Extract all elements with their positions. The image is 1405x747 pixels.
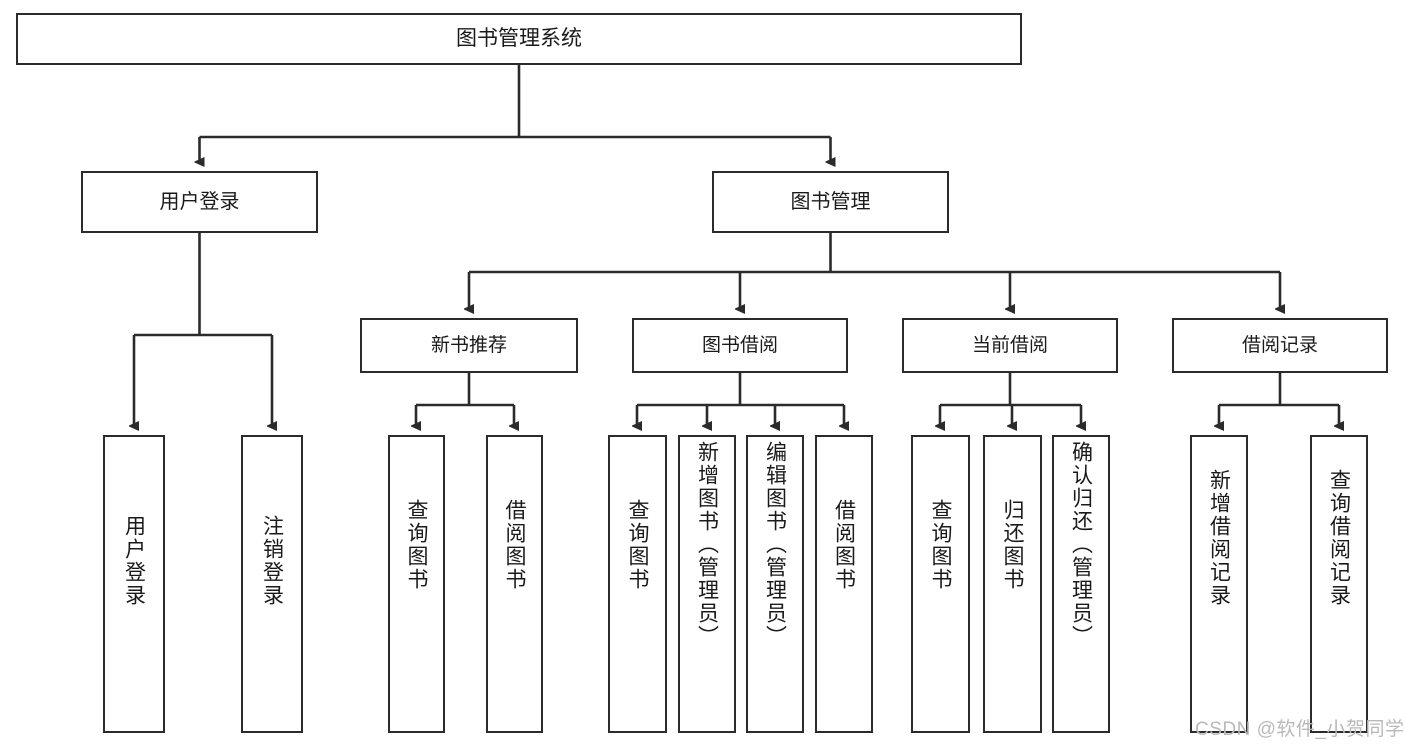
- node-root-label: 图书管理系统: [456, 27, 582, 51]
- node-current-borrow-label: 当前借阅: [971, 334, 1048, 356]
- leaf-query-borrow-record[interactable]: 查询借阅记录: [1310, 435, 1368, 733]
- leaf-confirm-return-admin[interactable]: 确认归还（管理员）: [1052, 435, 1110, 733]
- leaf-edit-book-admin-label: 编辑图书（管理员）: [763, 441, 787, 648]
- leaf-user-login[interactable]: 用户登录: [103, 435, 165, 733]
- node-user-login[interactable]: 用户登录: [81, 171, 318, 233]
- leaf-borrow-book-newbook[interactable]: 借阅图书: [486, 435, 543, 733]
- node-borrow-record-label: 借阅记录: [1241, 334, 1318, 356]
- leaf-add-book-admin[interactable]: 新增图书（管理员）: [678, 435, 736, 733]
- node-root[interactable]: 图书管理系统: [16, 13, 1022, 65]
- leaf-add-borrow-record[interactable]: 新增借阅记录: [1190, 435, 1248, 733]
- node-book-borrow-label: 图书借阅: [701, 334, 778, 356]
- leaf-query-book-current-label: 查询图书: [929, 499, 952, 591]
- leaf-return-book[interactable]: 归还图书: [983, 435, 1042, 733]
- node-book-borrow[interactable]: 图书借阅: [632, 318, 848, 373]
- leaf-borrow-book-newbook-label: 借阅图书: [503, 499, 526, 591]
- leaf-edit-book-admin[interactable]: 编辑图书（管理员）: [746, 435, 804, 733]
- leaf-borrow-book[interactable]: 借阅图书: [815, 435, 873, 733]
- leaf-logout[interactable]: 注销登录: [241, 435, 303, 733]
- leaf-user-login-label: 用户登录: [122, 515, 146, 607]
- leaf-logout-label: 注销登录: [260, 515, 284, 607]
- leaf-add-borrow-record-label: 新增借阅记录: [1207, 469, 1231, 607]
- node-current-borrow[interactable]: 当前借阅: [902, 318, 1118, 373]
- node-book-management[interactable]: 图书管理: [712, 171, 949, 233]
- leaf-query-book-newbook-label: 查询图书: [405, 499, 428, 591]
- leaf-borrow-book-label: 借阅图书: [832, 499, 856, 591]
- leaf-query-book-current[interactable]: 查询图书: [911, 435, 970, 733]
- leaf-return-book-label: 归还图书: [1001, 499, 1024, 591]
- leaf-query-book-borrow[interactable]: 查询图书: [608, 435, 667, 733]
- node-new-book-recommend[interactable]: 新书推荐: [360, 318, 578, 373]
- node-book-management-label: 图书管理: [790, 190, 871, 213]
- node-borrow-record[interactable]: 借阅记录: [1172, 318, 1388, 373]
- leaf-query-book-borrow-label: 查询图书: [626, 499, 649, 591]
- node-new-book-recommend-label: 新书推荐: [430, 334, 507, 356]
- leaf-query-borrow-record-label: 查询借阅记录: [1327, 469, 1351, 607]
- node-user-login-label: 用户登录: [159, 190, 240, 213]
- leaf-add-book-admin-label: 新增图书（管理员）: [695, 441, 719, 648]
- leaf-query-book-newbook[interactable]: 查询图书: [388, 435, 445, 733]
- leaf-confirm-return-admin-label: 确认归还（管理员）: [1069, 441, 1093, 648]
